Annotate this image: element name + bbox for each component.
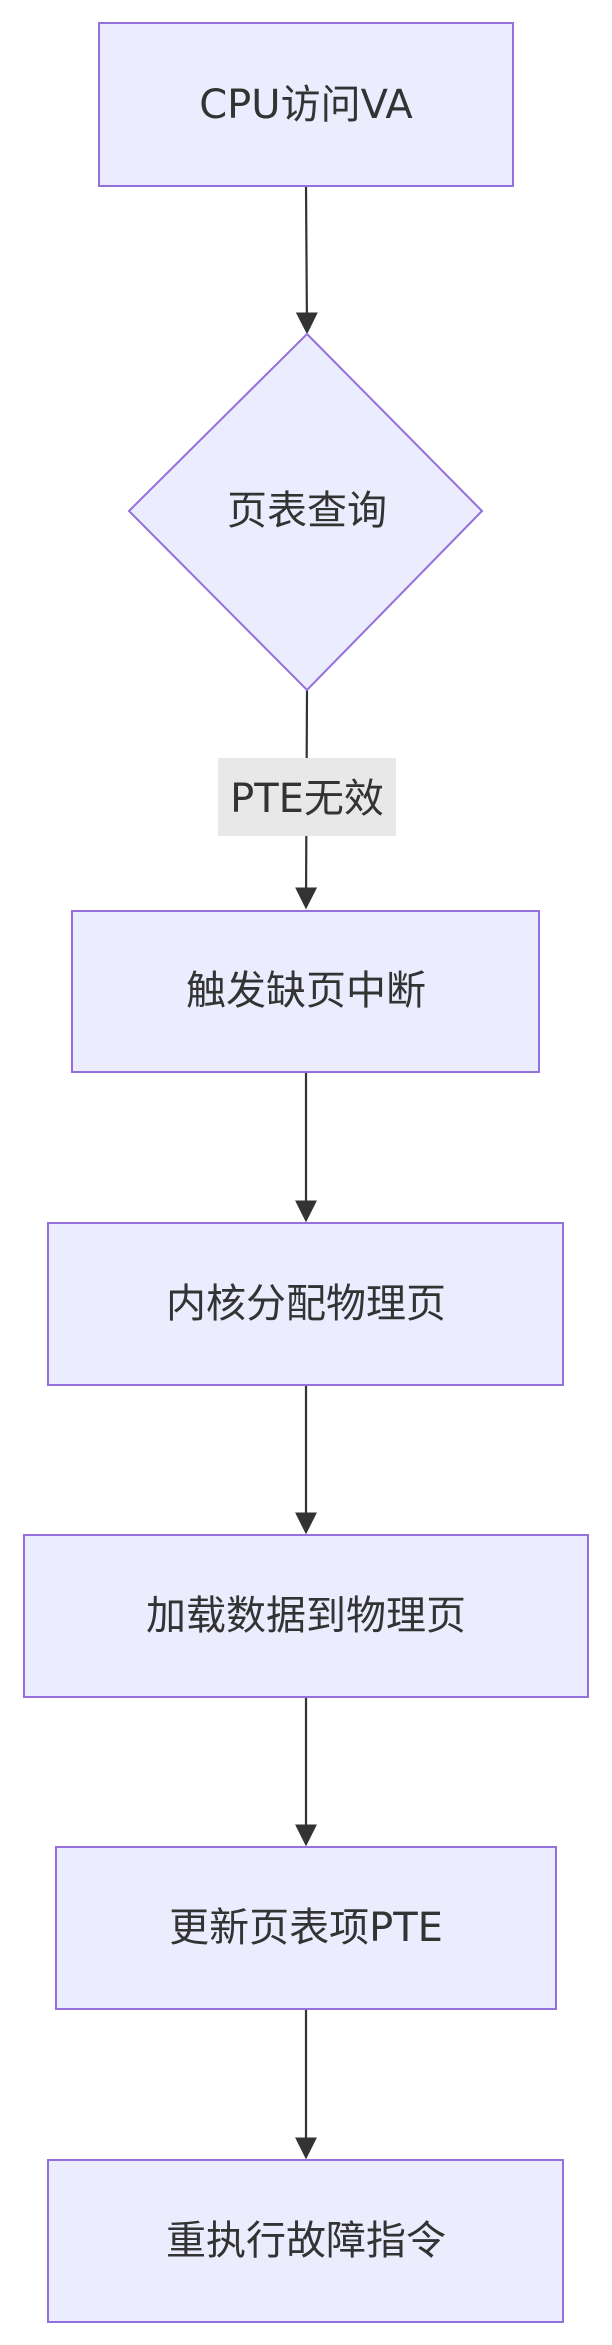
node-load-data: 加载数据到物理页 bbox=[23, 1534, 589, 1698]
node-alloc-page: 内核分配物理页 bbox=[47, 1222, 564, 1386]
node-page-table-lookup: 页表查询 bbox=[127, 332, 484, 692]
node-page-table-lookup-label: 页表查询 bbox=[227, 488, 387, 534]
edge-cpu-to-lookup bbox=[295, 185, 318, 335]
edge-label-background bbox=[218, 758, 396, 836]
node-alloc-page-label: 内核分配物理页 bbox=[166, 1281, 446, 1327]
node-retry-instruction: 重执行故障指令 bbox=[47, 2159, 564, 2323]
node-page-fault: 触发缺页中断 bbox=[71, 910, 540, 1073]
node-cpu-access-label: CPU访问VA bbox=[199, 82, 413, 128]
node-update-pte: 更新页表项PTE bbox=[55, 1846, 557, 2010]
node-page-fault-label: 触发缺页中断 bbox=[186, 968, 426, 1014]
node-update-pte-label: 更新页表项PTE bbox=[169, 1905, 443, 1951]
node-cpu-access: CPU访问VA bbox=[98, 22, 514, 187]
edge-label-pte-invalid: PTE无效 bbox=[230, 776, 384, 822]
node-load-data-label: 加载数据到物理页 bbox=[146, 1593, 466, 1639]
node-retry-instruction-label: 重执行故障指令 bbox=[166, 2218, 446, 2264]
